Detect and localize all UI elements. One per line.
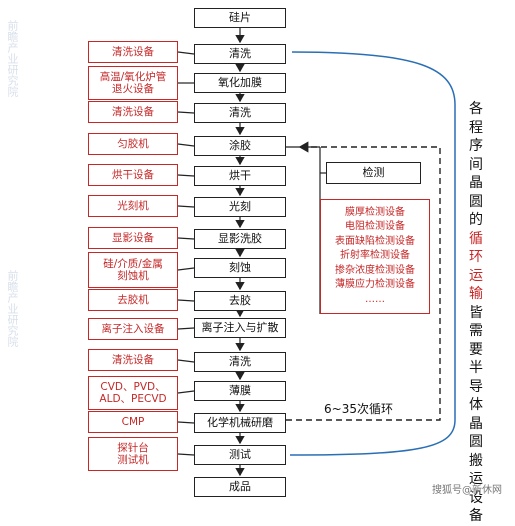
process-step: 去胶 — [194, 291, 286, 311]
process-step: 离子注入与扩散 — [194, 318, 286, 338]
equipment-connector — [177, 174, 195, 177]
equipment-connector — [177, 299, 195, 302]
process-step: 光刻 — [194, 197, 286, 217]
inspection-item: 薄膜应力检测设备 — [335, 279, 415, 291]
equipment-connector — [177, 237, 195, 240]
watermark: 前瞻产业研究院 — [6, 20, 19, 97]
process-step: 测试 — [194, 445, 286, 465]
inspection-item: 表面缺陷检测设备 — [335, 235, 415, 247]
equipment-connector — [177, 143, 195, 147]
equipment-box: 硅/介质/金属 刻蚀机 — [88, 252, 178, 288]
process-step: 清洗 — [194, 352, 286, 372]
equipment-connector — [177, 205, 195, 208]
process-step: 刻蚀 — [194, 258, 286, 278]
process-step: 显影洗胶 — [194, 229, 286, 249]
equipment-box: 清洗设备 — [88, 101, 178, 123]
equipment-box: 烘干设备 — [88, 164, 178, 186]
process-step: 清洗 — [194, 103, 286, 123]
equipment-connector — [177, 267, 195, 271]
equipment-connector — [177, 111, 195, 114]
equipment-connector — [177, 51, 195, 55]
process-step: 化学机械研磨 — [194, 413, 286, 433]
inspection-item: 掺杂浓度检测设备 — [335, 264, 415, 276]
equipment-connector — [177, 421, 195, 424]
inspection-item: 折射率检测设备 — [340, 250, 410, 262]
equipment-box: 清洗设备 — [88, 349, 178, 371]
equipment-box: 离子注入设备 — [88, 318, 178, 340]
equipment-connector — [177, 390, 195, 394]
inspection-item: …… — [365, 293, 385, 305]
inspection-item: 电阻检测设备 — [345, 221, 405, 233]
inspection-item: 膜厚检测设备 — [345, 206, 405, 218]
loop-count-label: 6~35次循环 — [324, 402, 393, 416]
watermark: 前瞻产业研究院 — [6, 270, 19, 347]
equipment-box: 清洗设备 — [88, 41, 178, 63]
equipment-box: CMP — [88, 411, 178, 433]
inspection-equipment-list: 膜厚检测设备电阻检测设备表面缺陷检测设备折射率检测设备掺杂浓度检测设备薄膜应力检… — [320, 199, 430, 314]
equipment-box: 匀胶机 — [88, 133, 178, 155]
equipment-connector — [177, 327, 195, 330]
footer-credit: 搜狐号@新休网 — [432, 485, 502, 496]
equipment-connector — [177, 453, 195, 456]
equipment-box: 光刻机 — [88, 195, 178, 217]
equipment-box: 显影设备 — [88, 227, 178, 249]
equipment-box: 去胶机 — [88, 289, 178, 311]
equipment-box: 高温/氧化炉管 退火设备 — [88, 66, 178, 100]
process-step: 烘干 — [194, 166, 286, 186]
process-step: 成品 — [194, 477, 286, 497]
process-step: 硅片 — [194, 8, 286, 28]
side-note-vertical: 各程序间晶圆的循环运输皆需要半导体晶圆搬运设备 — [469, 101, 483, 524]
process-step: 涂胶 — [194, 136, 286, 156]
equipment-box: CVD、PVD、 ALD、PECVD — [88, 376, 178, 410]
equipment-connector — [177, 359, 195, 363]
equipment-box: 探针台 测试机 — [88, 437, 178, 471]
inspection-box: 检测 — [326, 162, 421, 184]
process-step: 氧化加膜 — [194, 73, 286, 93]
process-step: 清洗 — [194, 44, 286, 64]
process-step: 薄膜 — [194, 381, 286, 401]
